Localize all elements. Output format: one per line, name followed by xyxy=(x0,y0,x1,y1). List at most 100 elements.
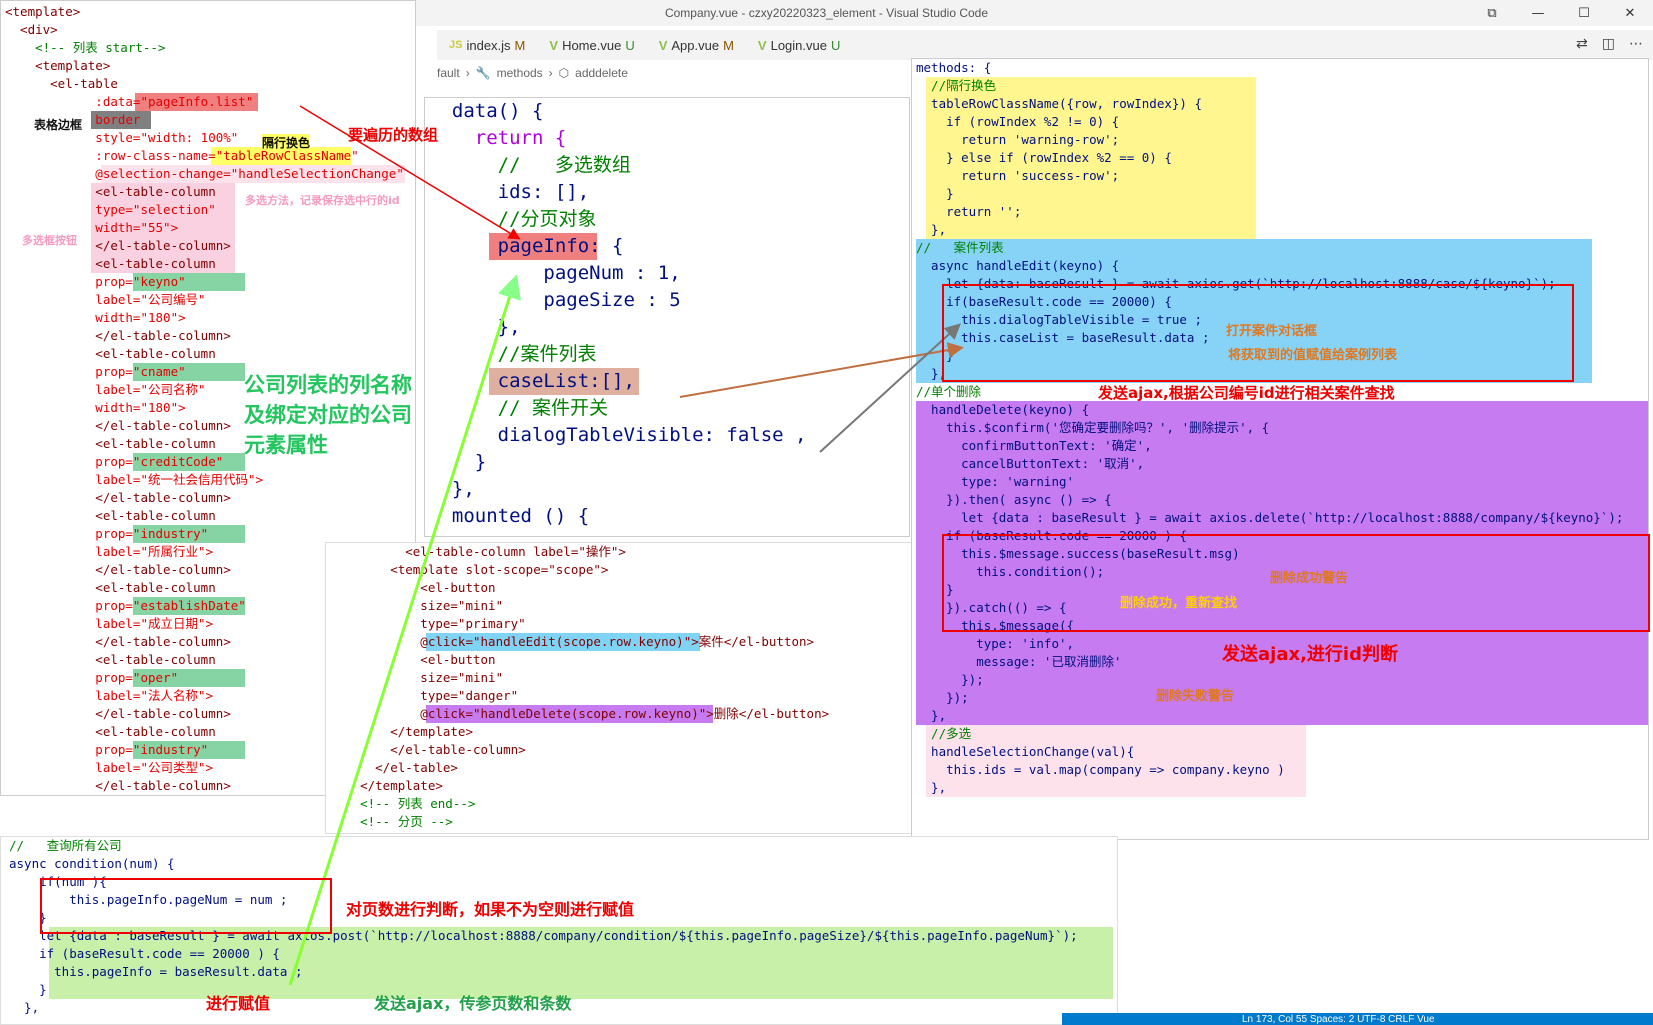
note-open-dialog: 打开案件对话框 xyxy=(1226,324,1318,339)
status-text: Ln 173, Col 55 Spaces: 2 UTF-8 CRLF Vue xyxy=(1242,1013,1435,1025)
code-line: }, xyxy=(429,316,521,338)
code-line: this.$message.success(baseResult.msg) xyxy=(916,545,1648,563)
code-line: <template> xyxy=(5,58,111,73)
code-line: mounted () { xyxy=(429,505,590,527)
status-bar: Ln 173, Col 55 Spaces: 2 UTF-8 CRLF Vue xyxy=(1062,1013,1653,1025)
split-editor-icon[interactable]: ◫ xyxy=(1601,36,1615,52)
code-line: :data="pageInfo.list" xyxy=(5,93,415,111)
code-line: this.ids = val.map(company => company.ke… xyxy=(916,761,1648,779)
code-line: //多选 xyxy=(916,725,1648,743)
code-line: </el-table> xyxy=(330,760,458,775)
highlight-box-axios-delete xyxy=(942,534,1650,632)
cube-icon: ⬡ xyxy=(558,66,570,80)
code-line: type="danger" xyxy=(330,688,519,703)
note-selection: 多选方法，记录保存选中行的id xyxy=(245,194,400,207)
vue-file-icon: V xyxy=(549,37,559,53)
code-line: :row-class-name="tableRowClassName" xyxy=(5,147,415,165)
code-line: this.dialogTableVisible = true ; xyxy=(916,311,1648,329)
code-line: label="公司类型"> xyxy=(5,760,214,775)
code-line: pageInfo: { xyxy=(429,233,909,260)
note-checkbox: 多选框按钮 xyxy=(22,234,77,247)
code-line: } xyxy=(9,910,47,925)
code-line: <el-table-column xyxy=(5,724,216,739)
code-line: <el-table-column label="操作"> xyxy=(330,544,626,559)
code-line: //案件列表 xyxy=(429,343,597,365)
code-line: </el-table-column> xyxy=(5,418,231,433)
code-line: prop="keyno" xyxy=(5,273,415,291)
code-line: } xyxy=(916,185,1648,203)
wrench-icon: 🔧 xyxy=(475,66,491,80)
note-ajax-id: 发送ajax,进行id判断 xyxy=(1222,644,1398,665)
code-line: <!-- 列表 end--> xyxy=(330,796,476,811)
code-line: }).catch(() => { xyxy=(916,599,1648,617)
code-line: type="primary" xyxy=(330,616,526,631)
minimize-button[interactable]: — xyxy=(1531,5,1545,21)
code-line: <el-button xyxy=(330,580,496,595)
code-line: prop="industry" xyxy=(5,525,415,543)
breadcrumb-item[interactable]: fault xyxy=(437,66,460,80)
breadcrumb: fault› 🔧methods› ⬡adddelete xyxy=(437,66,628,80)
highlight-box-axios-get xyxy=(942,284,1574,382)
code-line: //隔行换色 xyxy=(916,77,1648,95)
code-line: <el-table-column xyxy=(5,346,216,361)
code-line: } xyxy=(429,451,487,473)
code-line: this.$confirm('您确定要删除吗？', '删除提示', { xyxy=(916,419,1648,437)
close-button[interactable]: ✕ xyxy=(1624,5,1636,21)
code-line: }, xyxy=(916,707,1648,725)
js-file-icon: JS xyxy=(449,39,463,51)
code-line: this.condition(); xyxy=(916,563,1648,581)
tab-label: index.js xyxy=(466,37,511,53)
breadcrumb-item[interactable]: methods xyxy=(496,66,543,80)
operation-column-panel: <el-table-column label="操作"> <template s… xyxy=(325,542,922,834)
code-line: async handleEdit(keyno) { xyxy=(916,257,1648,275)
code-line: // 案件开关 xyxy=(429,397,608,419)
compare-icon[interactable]: ⇄ xyxy=(1576,36,1588,52)
code-line: this.pageInfo.pageNum = num ; xyxy=(9,892,288,907)
window-title: Company.vue - czxy20220323_element - Vis… xyxy=(664,6,989,20)
note-array: 要遍历的数组 xyxy=(348,126,439,144)
more-icon[interactable]: ⋯ xyxy=(1629,36,1643,52)
note-assign: 进行赋值 xyxy=(206,994,271,1013)
note-del-refresh: 删除成功，重新查找 xyxy=(1120,596,1238,611)
code-line: <el-table xyxy=(5,76,118,91)
code-line: <el-table-column xyxy=(5,580,216,595)
code-line: handleSelectionChange(val){ xyxy=(916,743,1648,761)
code-line: </template> xyxy=(330,778,443,793)
code-line: confirmButtonText: '确定', xyxy=(916,437,1648,455)
vue-file-icon: V xyxy=(757,37,767,53)
code-line: cancelButtonText: '取消', xyxy=(916,455,1648,473)
note-assign-case: 将获取到的值赋值给案例列表 xyxy=(1228,348,1398,363)
code-line: </el-table-column> xyxy=(5,490,231,505)
code-line: if(baseResult.code == 20000) { xyxy=(916,293,1648,311)
code-line: }, xyxy=(916,779,1648,797)
code-line: @selection-change="handleSelectionChange… xyxy=(5,165,415,183)
editor-actions: ⇄ ◫ ⋯ xyxy=(1576,36,1643,52)
code-line: <el-table-column xyxy=(5,436,216,451)
tab-label: App.vue xyxy=(671,37,720,53)
layout-icon[interactable]: ⧉ xyxy=(1487,5,1497,21)
code-line: return { xyxy=(429,127,567,149)
note-del-cancel: 删除失败警告 xyxy=(1156,689,1235,704)
code-line: async condition(num) { xyxy=(9,856,175,871)
breadcrumb-item[interactable]: adddelete xyxy=(575,66,628,80)
code-line: //分页对象 xyxy=(429,208,597,230)
code-line: }); xyxy=(916,689,1648,707)
methods-code-panel: methods: { //隔行换色 tableRowClassName({row… xyxy=(911,58,1649,840)
window-controls: ⧉ — ☐ ✕ xyxy=(1469,0,1653,26)
maximize-button[interactable]: ☐ xyxy=(1578,5,1590,21)
code-line: <div> xyxy=(5,22,58,37)
code-line: label="成立日期"> xyxy=(5,616,214,631)
code-line: @click="handleEdit(scope.row.keyno)">案件<… xyxy=(330,633,921,651)
note-del-ok: 删除成功警告 xyxy=(1270,571,1349,586)
data-code-panel: data() { return { // 多选数组 ids: [], //分页对… xyxy=(424,97,910,537)
code-line: return ''; xyxy=(916,203,1648,221)
tab-status: M xyxy=(723,37,734,53)
code-line: label="所属行业"> xyxy=(5,544,214,559)
code-line: </el-table-column> xyxy=(5,634,231,649)
